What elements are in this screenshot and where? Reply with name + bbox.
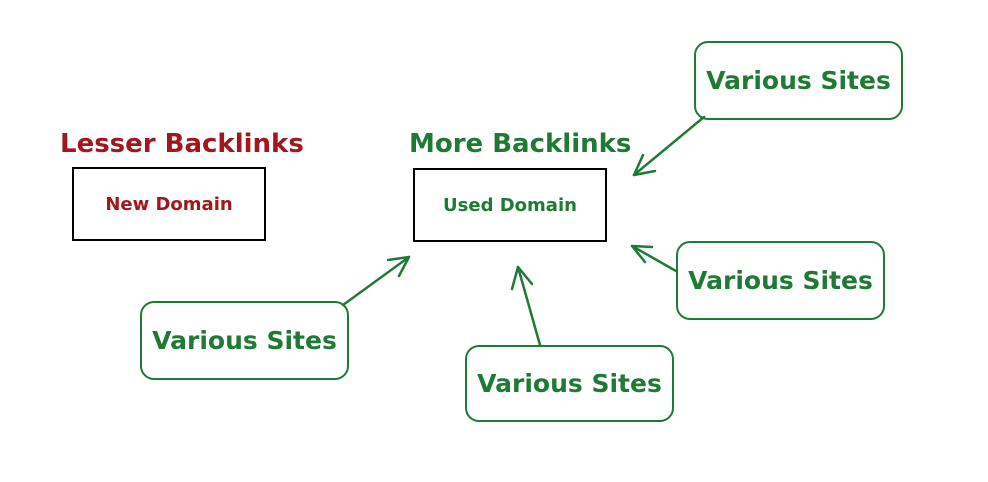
various-sites-box-left: Various Sites xyxy=(140,301,349,380)
arrow-from-right-to-used-domain xyxy=(630,244,678,273)
various-sites-box-top-right: Various Sites xyxy=(694,41,903,120)
arrow-from-left-to-used-domain xyxy=(341,255,411,307)
more-backlinks-heading: More Backlinks xyxy=(409,129,632,159)
arrow-from-bottom-to-used-domain xyxy=(510,265,542,347)
arrow-from-top-right-to-used-domain xyxy=(632,115,706,177)
used-domain-box: Used Domain xyxy=(413,168,607,242)
various-sites-box-bottom: Various Sites xyxy=(465,345,674,422)
lesser-backlinks-heading: Lesser Backlinks xyxy=(60,129,304,159)
new-domain-box: New Domain xyxy=(72,167,266,241)
various-sites-box-right: Various Sites xyxy=(676,241,885,320)
